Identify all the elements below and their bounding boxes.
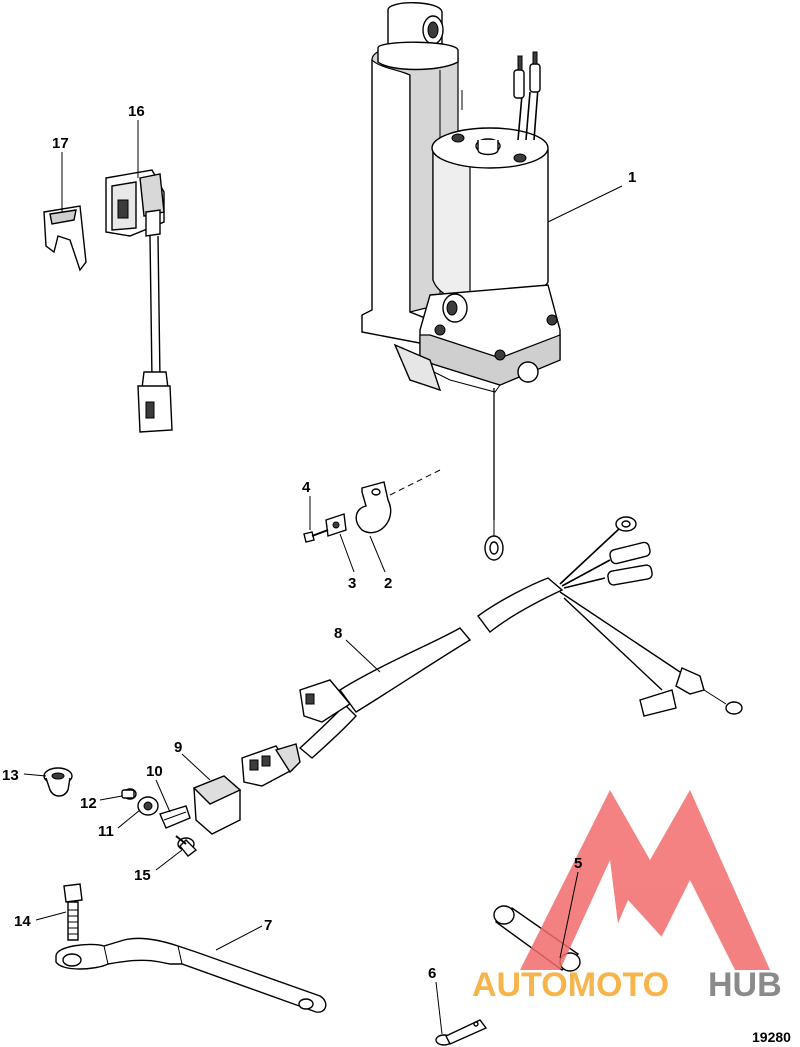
mounting-bracket: [55, 937, 327, 1013]
trim-switch-harness: [105, 169, 173, 433]
grommet: [43, 767, 73, 797]
watermark-text-part1: AUTOMOTO: [472, 966, 669, 1004]
watermark-text: AUTOMOTO HUB: [472, 966, 782, 1004]
watermark-text-part2: HUB: [708, 966, 782, 1004]
callout-15: 15: [134, 867, 151, 884]
nut: [137, 796, 159, 816]
callout-labels: 1 2 3 4 5 6 7 8 9 10 11 12 13 14 15 16 1…: [2, 103, 636, 982]
callout-5: 5: [574, 855, 582, 872]
callout-11: 11: [98, 823, 114, 840]
clevis-pin: [435, 1019, 488, 1046]
callout-17: 17: [52, 135, 69, 152]
watermark-logo: [520, 790, 770, 970]
flange-bolt: [175, 835, 198, 857]
callout-6: 6: [428, 965, 436, 982]
callout-3: 3: [348, 575, 356, 592]
callout-9: 9: [174, 739, 182, 756]
relay-clip: [159, 805, 191, 829]
switch-mounting-bracket: [43, 205, 87, 272]
callout-8: 8: [334, 625, 342, 642]
callout-4: 4: [302, 479, 311, 496]
callout-1: 1: [628, 169, 636, 186]
callout-2: 2: [384, 575, 392, 592]
wiring-harness: [241, 516, 743, 787]
leader-lines: [23, 120, 623, 1035]
callout-16: 16: [128, 103, 145, 120]
small-screw: [121, 788, 137, 800]
cable-clamp-set: [303, 469, 441, 543]
callout-14: 14: [14, 913, 31, 930]
callout-12: 12: [80, 795, 97, 812]
relay: [192, 775, 242, 835]
figure-number: 19280: [752, 1029, 791, 1045]
trim-pump-assembly: [361, 2, 561, 561]
callout-13: 13: [2, 767, 19, 784]
hex-bolt: [63, 883, 83, 941]
callout-7: 7: [264, 917, 272, 934]
callout-10: 10: [146, 763, 163, 780]
